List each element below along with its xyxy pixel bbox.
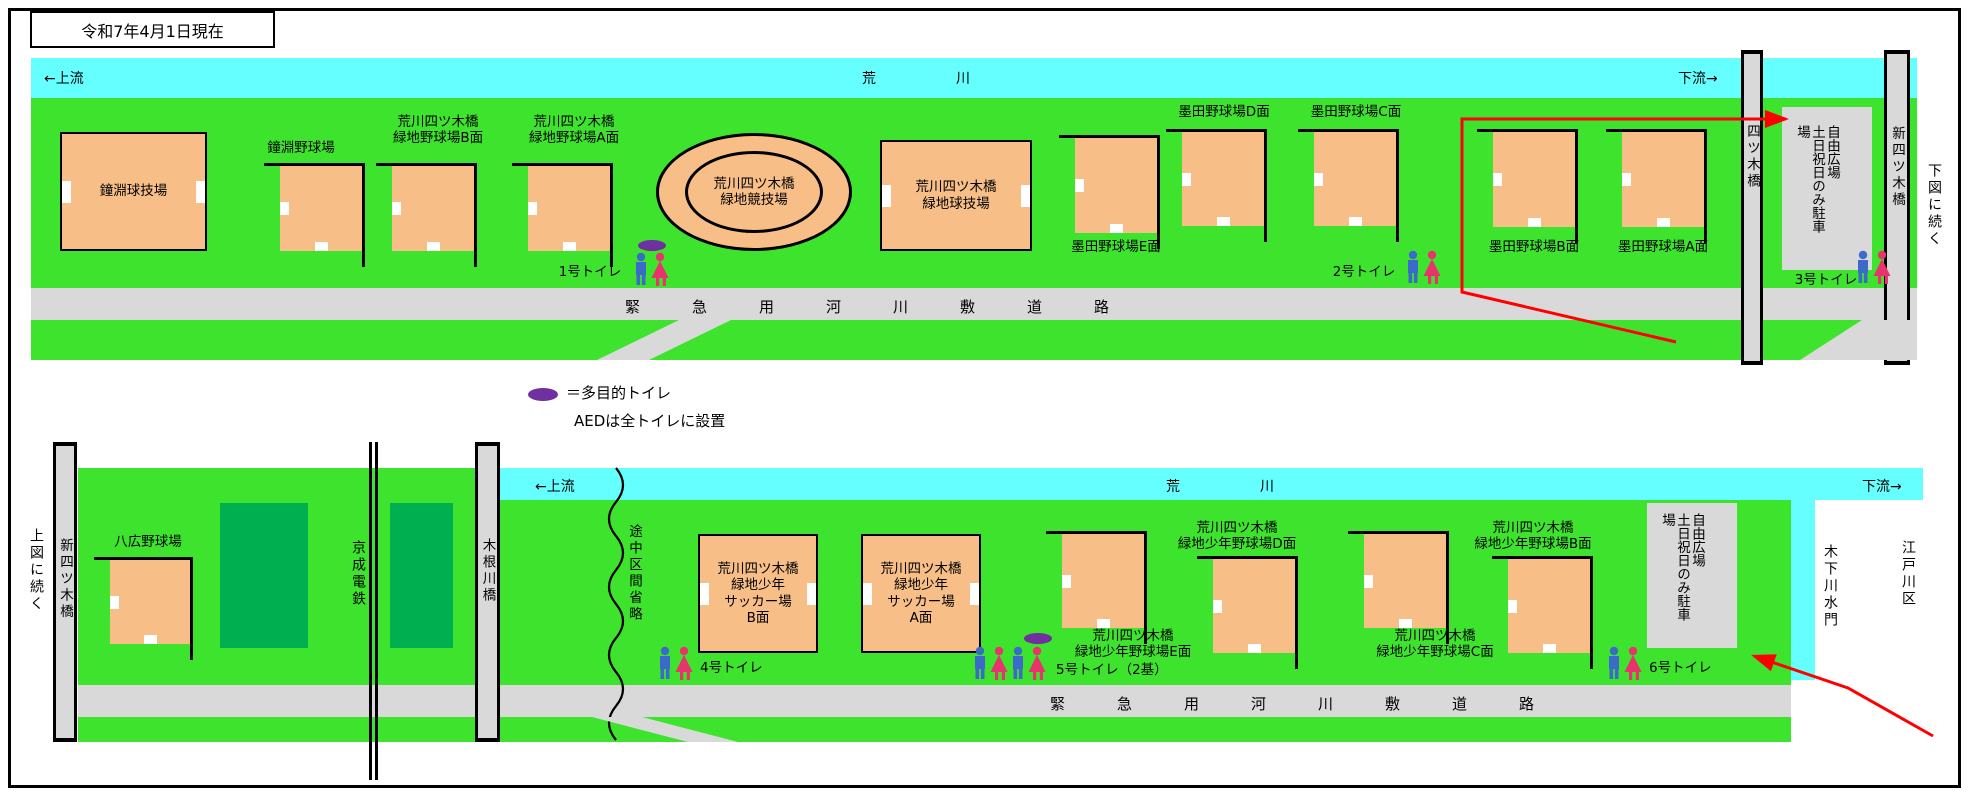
sumida-e-label: 墨田野球場E面 (1071, 239, 1161, 255)
yahiro-baseball-field (94, 557, 193, 660)
upstream-label-lower: ←上流 (535, 479, 575, 495)
sumida-c-field (1298, 129, 1399, 242)
restroom-icon-2 (1404, 250, 1442, 288)
parking-area-lower: 自由広場 土日祝日のみ駐車場 (1647, 503, 1737, 648)
toilet1-label: 1号トイレ (558, 264, 622, 280)
soccer-b-label: 荒川四ツ木橋 緑地少年 サッカー場 B面 (717, 561, 799, 626)
downstream-label-lower: 下流→ (1862, 479, 1902, 495)
parking-label-upper: 自由広場 土日祝日のみ駐車場 (1794, 125, 1840, 233)
accessible-toilet-icon-5 (1024, 633, 1052, 644)
omitted-section-label: 途中区間省略 (626, 524, 642, 623)
kinegawa-floodgate-label: 木下川水門 (1822, 544, 1838, 629)
restroom-icon-1 (632, 252, 670, 290)
restroom-icon-4 (656, 646, 694, 684)
athletics-track-infield: 荒川四ツ木橋 緑地競技場 (685, 151, 823, 233)
downstream-label-upper: 下流→ (1678, 71, 1718, 87)
legend-aed-note: AEDは全トイレに設置 (574, 412, 726, 430)
sumida-d-label: 墨田野球場D面 (1178, 104, 1270, 120)
kyugijo-field: 荒川四ツ木橋 緑地球技場 (880, 140, 1032, 251)
emergency-road-lower (78, 685, 1791, 717)
sumida-a-label: 墨田野球場A面 (1617, 239, 1709, 255)
accessible-toilet-legend-icon (528, 388, 558, 401)
shin-yotsugi-bridge-upper: 新四ツ木橋 (1884, 50, 1910, 365)
kanebuchi-baseball-field (264, 163, 365, 267)
sumida-d-field (1166, 129, 1267, 242)
parking-area-upper: 自由広場 土日祝日のみ駐車場 (1782, 107, 1872, 270)
shin-yotsugi-bridge-lower: 新四ツ木橋 (53, 442, 77, 742)
sumida-a-field (1606, 129, 1707, 243)
soccer-a-label: 荒川四ツ木橋 緑地少年 サッカー場 A面 (880, 561, 962, 626)
shonen-e-label: 荒川四ツ木橋 緑地少年野球場E面 (1074, 628, 1192, 661)
kinegawa-bridge: 木根川橋 (475, 442, 500, 742)
legend-multi-toilet: ＝多目的トイレ (566, 384, 672, 402)
toilet2-label: 2号トイレ (1332, 264, 1396, 280)
yotsugi-bridge: 四ツ木橋 (1741, 50, 1763, 365)
shonen-e-field (1197, 556, 1298, 669)
emergency-road-text-lower: 緊急用河川敷道路 (1050, 695, 1587, 713)
parking-label-lower: 自由広場 土日祝日のみ駐車場 (1659, 513, 1705, 621)
restroom-icon-5b (1009, 646, 1047, 684)
sumida-c-label: 墨田野球場C面 (1310, 104, 1402, 120)
shonen-b-field (1348, 531, 1449, 644)
toilet5-label: 5号トイレ（2基） (1056, 662, 1168, 678)
shonen-c-label: 荒川四ツ木橋 緑地少年野球場C面 (1376, 628, 1494, 661)
shin-yotsugi-bridge-label-upper: 新四ツ木橋 (1889, 126, 1905, 209)
restroom-icon-5a (971, 646, 1009, 684)
continue-to-upper-note: 上図に続く (28, 528, 44, 613)
lawn-area-1 (220, 503, 308, 648)
accessible-toilet-icon-1 (638, 240, 666, 251)
emergency-road-text-upper: 緊急用河川敷道路 (625, 298, 1162, 316)
yakyujo-b-label: 荒川四ツ木橋 緑地野球場B面 (392, 114, 484, 147)
sumida-b-field (1477, 129, 1578, 243)
lawn-area-2 (390, 503, 453, 648)
kyugijo-label: 荒川四ツ木橋 緑地球技場 (915, 179, 997, 212)
continue-to-lower-note: 下図に続く (1926, 163, 1942, 248)
yakyujo-a-field (512, 163, 613, 267)
date-note-text: 令和7年4月1日現在 (81, 21, 224, 41)
yahiro-baseball-label: 八広野球場 (114, 534, 182, 550)
kinegawa-bridge-label: 木根川橋 (479, 538, 496, 604)
soccer-b-field: 荒川四ツ木橋 緑地少年 サッカー場 B面 (698, 534, 818, 653)
athletics-track: 荒川四ツ木橋 緑地競技場 (656, 133, 852, 251)
toilet3-label: 3号トイレ (1794, 272, 1858, 288)
keisei-railway-line (369, 442, 378, 780)
shonen-d-label: 荒川四ツ木橋 緑地少年野球場D面 (1177, 520, 1297, 553)
keisei-railway-label: 京成電鉄 (350, 540, 366, 608)
shonen-b-label: 荒川四ツ木橋 緑地少年野球場B面 (1474, 520, 1592, 553)
yakyujo-a-label: 荒川四ツ木橋 緑地野球場A面 (528, 114, 620, 147)
upstream-label-upper: ←上流 (44, 71, 84, 87)
soccer-a-field: 荒川四ツ木橋 緑地少年 サッカー場 A面 (861, 534, 981, 653)
shonen-c-field (1492, 556, 1593, 669)
river-upper (31, 58, 1917, 98)
sumida-e-field (1059, 135, 1160, 249)
kyogijo-label: 荒川四ツ木橋 緑地競技場 (713, 175, 795, 208)
kinegawa-floodgate-channel (1791, 500, 1815, 680)
kanebuchi-baseball-label: 鐘淵野球場 (267, 140, 335, 156)
yakyujo-b-field (376, 163, 477, 267)
shin-yotsugi-bridge-label-lower: 新四ツ木橋 (57, 538, 73, 621)
kanebuchi-ballgame-field: 鐘淵球技場 (60, 132, 207, 251)
river-name-upper: 荒川 (862, 71, 1050, 87)
restroom-icon-6 (1605, 646, 1643, 684)
yotsugi-bridge-label: 四ツ木橋 (1744, 124, 1760, 190)
date-note: 令和7年4月1日現在 (30, 11, 275, 48)
restroom-icon-3 (1854, 250, 1892, 288)
river-lower (500, 468, 1923, 500)
toilet4-label: 4号トイレ (700, 660, 763, 676)
shonen-d-field (1046, 531, 1147, 644)
toilet6-label: 6号トイレ (1649, 660, 1712, 676)
kanebuchi-ballgame-label: 鐘淵球技場 (99, 183, 168, 200)
river-name-lower: 荒川 (1166, 479, 1354, 495)
sumida-b-label: 墨田野球場B面 (1488, 239, 1580, 255)
edogawa-ward-label: 江戸川区 (1900, 540, 1916, 608)
